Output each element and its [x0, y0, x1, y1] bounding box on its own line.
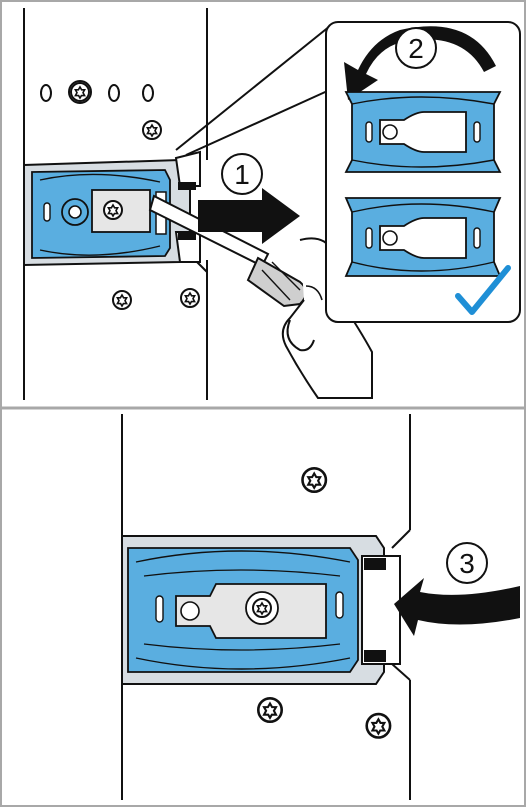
detail-callout: 2 — [326, 22, 520, 322]
torx-screw-icon — [253, 599, 271, 617]
torx-screw-icon — [104, 201, 122, 219]
bracket-after — [346, 198, 500, 276]
step-1-badge: 1 — [222, 154, 262, 194]
torx-screw-icon — [71, 83, 89, 101]
push-arrow-icon — [394, 578, 520, 636]
torx-screw-icon — [181, 289, 199, 307]
torx-screw-icon — [303, 468, 326, 491]
panel-bottom: 3 — [122, 414, 520, 800]
torx-screw-icon — [113, 291, 131, 309]
torx-screw-icon — [143, 121, 161, 139]
bracket-before — [346, 92, 500, 172]
torx-screw-icon — [258, 698, 281, 721]
step-2-label: 2 — [408, 33, 424, 64]
step-2-badge: 2 — [396, 28, 436, 68]
step-3-label: 3 — [459, 548, 475, 579]
bracket-secured — [122, 536, 384, 684]
step-1-label: 1 — [234, 159, 250, 190]
step-3-badge: 3 — [447, 543, 487, 583]
clip-tabs-bottom — [362, 556, 400, 664]
torx-screw-icon — [367, 714, 390, 737]
panel-top: 1 2 — [24, 8, 520, 400]
